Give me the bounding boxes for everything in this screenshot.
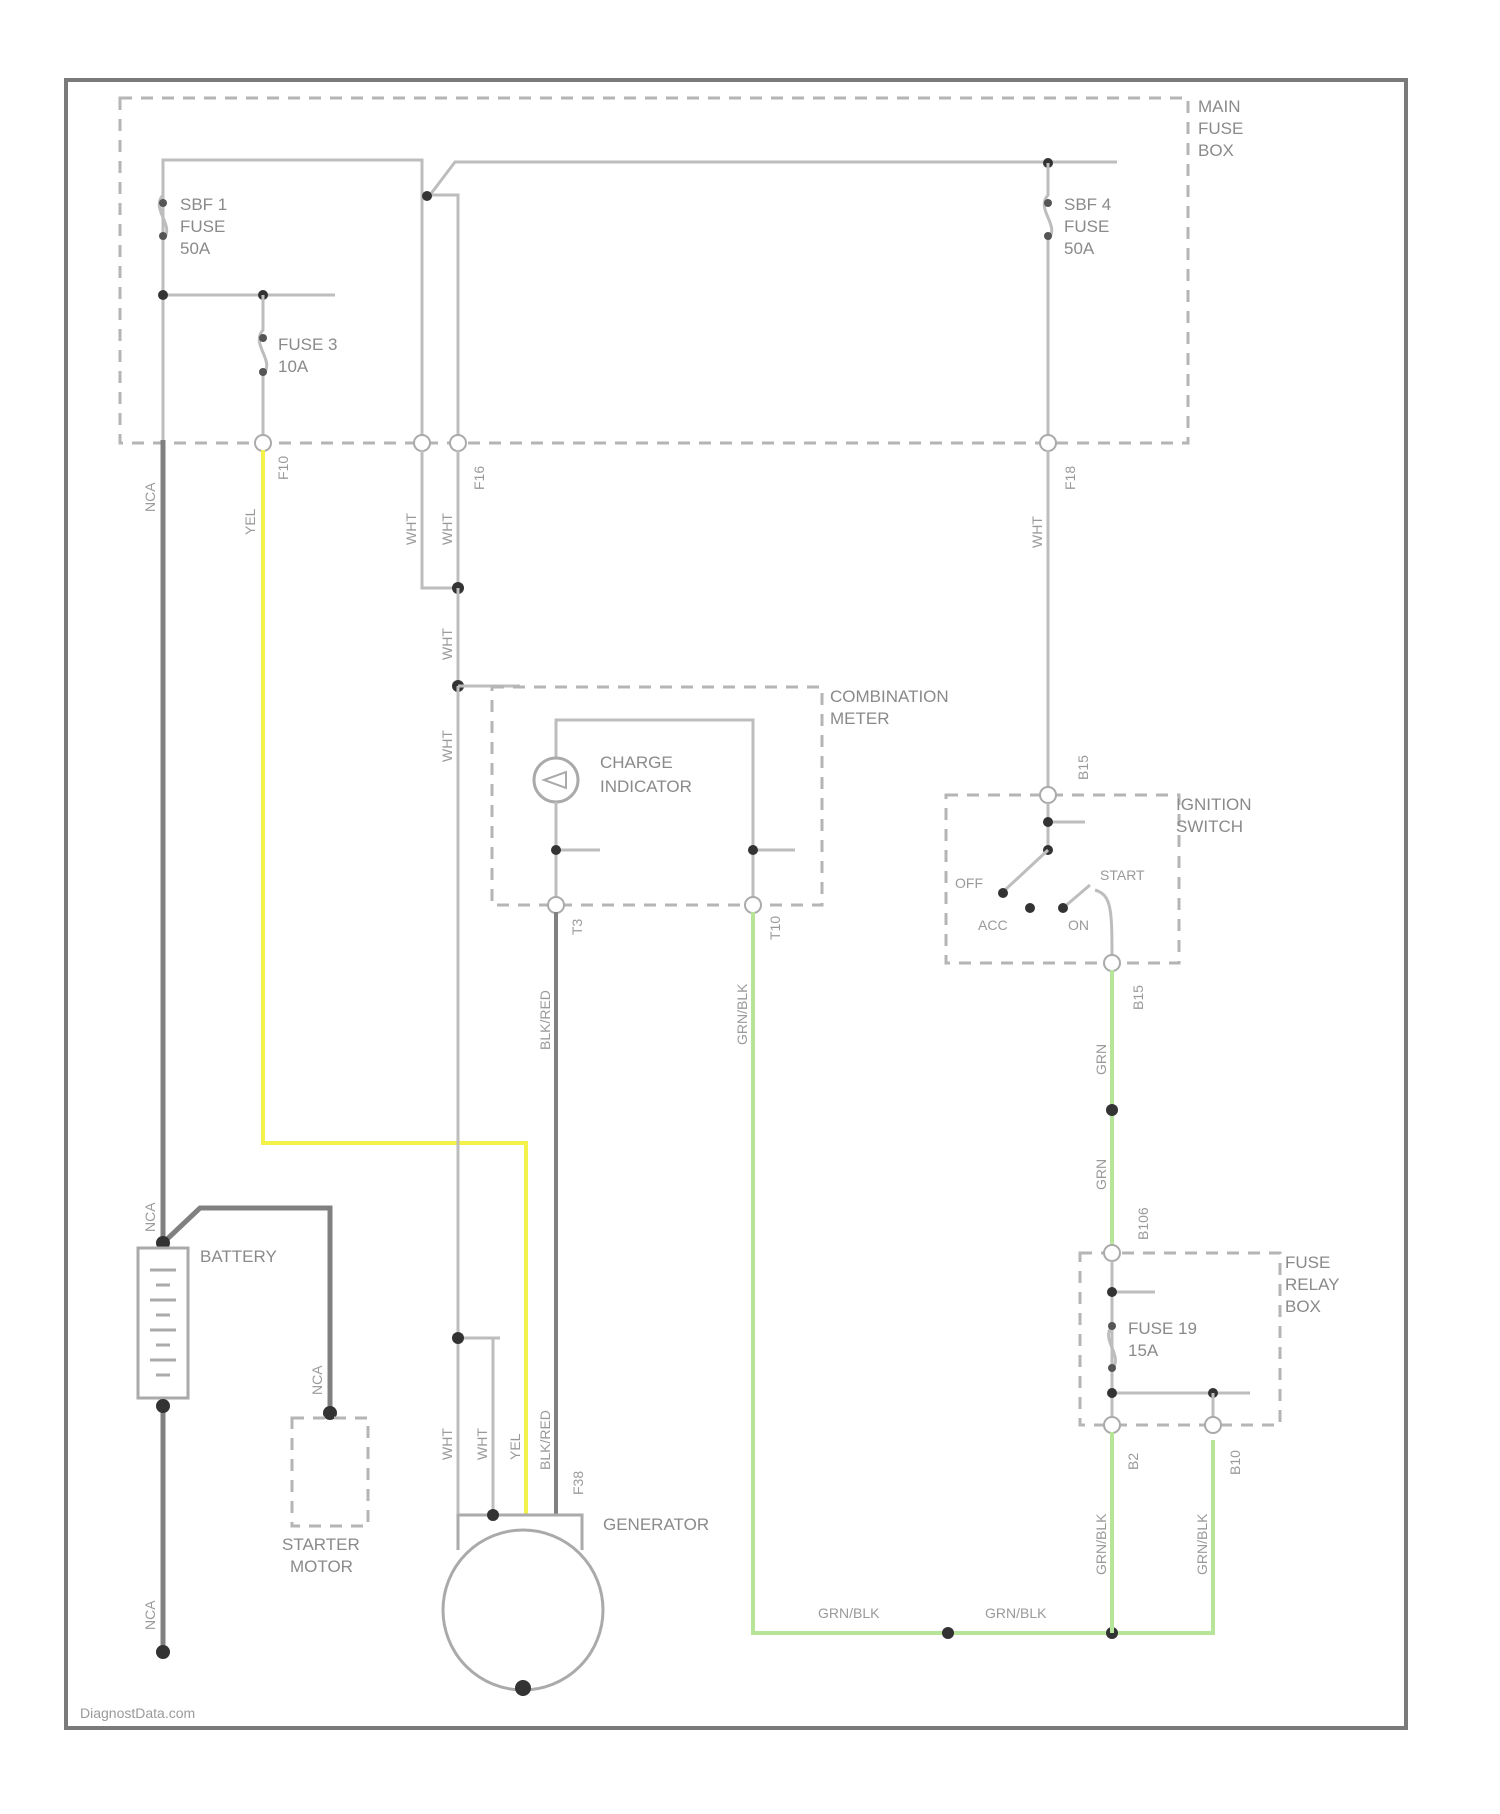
watermark: DiagnostData.com (80, 1705, 195, 1721)
charge-indicator-lamp: CHARGE INDICATOR (534, 753, 692, 802)
main-fuse-box-label-3: BOX (1198, 141, 1234, 160)
yellow-wire (263, 450, 526, 1515)
ignition-switch: IGNITION SWITCH OFF ACC ON START (946, 787, 1252, 971)
fuse-relay-box-label-2: RELAY (1285, 1275, 1340, 1294)
charge-indicator-label-1: CHARGE (600, 753, 673, 772)
wire-label-yel: YEL (242, 508, 258, 535)
green-black-wire (753, 912, 1213, 1633)
fuse19: FUSE 19 15A (1108, 1319, 1197, 1372)
connector-b10: B10 (1227, 1450, 1243, 1475)
starter-motor-label-2: MOTOR (290, 1557, 353, 1576)
sbf4-label-3: 50A (1064, 239, 1095, 258)
connector-b2: B2 (1125, 1453, 1141, 1470)
sbf1-fuse: SBF 1 FUSE 50A (159, 195, 227, 258)
wire-label-grn1: GRN (1093, 1044, 1109, 1075)
ignition-switch-label-1: IGNITION (1176, 795, 1252, 814)
main-fuse-box-label-1: MAIN (1198, 97, 1241, 116)
wire-label-grnblk2: GRN/BLK (818, 1605, 880, 1621)
wire-label-wht7: WHT (474, 1428, 490, 1460)
connector-b106: B106 (1135, 1207, 1151, 1240)
switch-position-start: START (1100, 867, 1145, 883)
wire-label-wht3: WHT (439, 628, 455, 660)
wire-label-blkred1: BLK/RED (537, 990, 553, 1050)
fuse-relay-box-label-1: FUSE (1285, 1253, 1330, 1272)
switch-position-off: OFF (955, 875, 983, 891)
charge-indicator-label-2: INDICATOR (600, 777, 692, 796)
fuse-relay-box-label-3: BOX (1285, 1297, 1321, 1316)
fuse3-label-2: 10A (278, 357, 309, 376)
ignition-switch-label-2: SWITCH (1176, 817, 1243, 836)
starter-motor-label-1: STARTER (282, 1535, 360, 1554)
connector-t3: T3 (569, 918, 585, 935)
sbf1-label-3: 50A (180, 239, 211, 258)
connector-f38: F38 (570, 1471, 586, 1495)
starter-motor: NCA STARTER MOTOR (282, 1365, 368, 1576)
switch-position-on: ON (1068, 917, 1089, 933)
generator-label: GENERATOR (603, 1515, 709, 1534)
combination-meter-label-2: METER (830, 709, 890, 728)
connector-f16: F16 (471, 466, 487, 490)
wire-label-grnblk1: GRN/BLK (734, 983, 750, 1045)
connector-f10: F10 (275, 456, 291, 480)
wire-label-grnblk4: GRN/BLK (1093, 1513, 1109, 1575)
wire-label-wht1: WHT (403, 513, 419, 545)
combination-meter: COMBINATION METER CHARGE INDICATOR (492, 687, 949, 913)
wire-label-grnblk5: GRN/BLK (1194, 1513, 1210, 1575)
wire-label-wht4: WHT (439, 730, 455, 762)
wire-label-nca-batt: NCA (142, 1202, 158, 1232)
connector-b15b: B15 (1130, 985, 1146, 1010)
fuse3: FUSE 3 10A (259, 295, 338, 440)
wire-label-nca-starter: NCA (309, 1365, 325, 1395)
connector-t10: T10 (767, 916, 783, 940)
fuse-relay-box: FUSE RELAY BOX FUSE 19 15A (1080, 1245, 1340, 1433)
wire-label-wht6: WHT (439, 1428, 455, 1460)
sbf1-label-2: FUSE (180, 217, 225, 236)
battery-label: BATTERY (200, 1247, 277, 1266)
sbf4-label-2: FUSE (1064, 217, 1109, 236)
main-fuse-box-label-2: FUSE (1198, 119, 1243, 138)
fuse19-label-1: FUSE 19 (1128, 1319, 1197, 1338)
wire-label-wht5: WHT (1029, 516, 1045, 548)
sbf1-label-1: SBF 1 (180, 195, 227, 214)
wire-label-nca-top: NCA (142, 482, 158, 512)
sbf4-fuse: SBF 4 FUSE 50A (1044, 163, 1111, 440)
connector-b15a: B15 (1075, 755, 1091, 780)
wire-label-yel2: YEL (507, 1433, 523, 1460)
wire-label-wht2: WHT (439, 513, 455, 545)
generator: WHT WHT YEL BLK/RED F38 GENERATOR (439, 1332, 709, 1696)
wire-label-blkred2: BLK/RED (537, 1410, 553, 1470)
sbf4-label-1: SBF 4 (1064, 195, 1111, 214)
connector-f18: F18 (1062, 466, 1078, 490)
battery: NCA BATTERY (138, 1202, 330, 1413)
wire-label-grn2: GRN (1093, 1159, 1109, 1190)
wire-label-nca-bottom: NCA (142, 1600, 158, 1630)
wire-label-grnblk3: GRN/BLK (985, 1605, 1047, 1621)
fuse3-label-1: FUSE 3 (278, 335, 338, 354)
combination-meter-label-1: COMBINATION (830, 687, 949, 706)
main-fuse-box: MAIN FUSE BOX SBF 1 FUSE 50A FUSE 3 10A (120, 97, 1243, 451)
switch-position-acc: ACC (978, 917, 1008, 933)
fuse19-label-2: 15A (1128, 1341, 1159, 1360)
